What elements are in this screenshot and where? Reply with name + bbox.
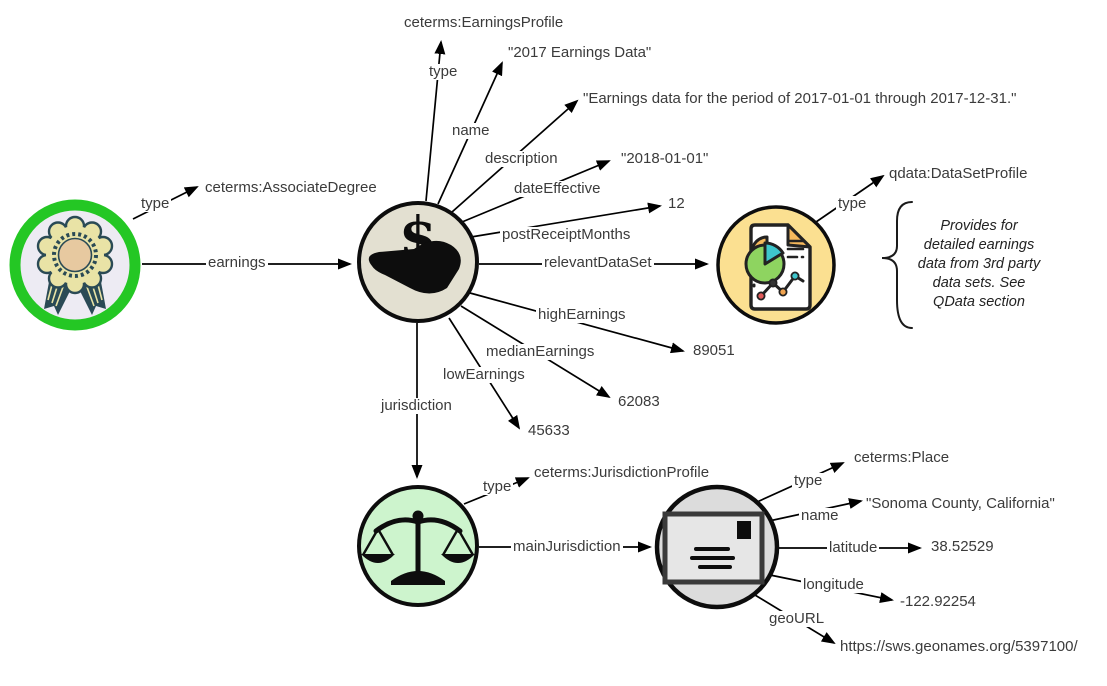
value-geo-url: https://sws.geonames.org/5397100/	[840, 638, 1078, 655]
dataset-annotation: Provides for detailed earnings data from…	[903, 217, 1055, 312]
value-place-type: ceterms:Place	[854, 449, 950, 466]
value-earnings-type: ceterms:EarningsProfile	[404, 14, 564, 31]
annotation-line: data sets. See	[932, 275, 1026, 291]
edge-label-post-receipt-months: postReceiptMonths	[500, 226, 633, 243]
edge-label-jurisdiction: jurisdiction	[379, 397, 454, 414]
annotation-line: detailed earnings	[923, 237, 1035, 253]
value-median-earnings: 62083	[618, 393, 660, 410]
edge-label-credential-type: type	[139, 195, 172, 212]
place-node	[654, 484, 780, 610]
dataset-profile-node	[716, 205, 836, 325]
jurisdiction-profile-node	[357, 485, 479, 607]
award-ribbon-icon	[36, 215, 114, 315]
edge-label-date-effective: dateEffective	[512, 180, 603, 197]
edge-label-place-name: name	[799, 507, 841, 524]
edge-label-jurisdiction-type: type	[481, 478, 514, 495]
value-credential-type: ceterms:AssociateDegree	[205, 179, 377, 196]
annotation-line: QData section	[933, 294, 1025, 310]
edge-label-relevant-data-set: relevantDataSet	[542, 254, 654, 271]
edge-label-latitude: latitude	[827, 539, 880, 556]
value-longitude: -122.92254	[900, 593, 976, 610]
edge-label-main-jurisdiction: mainJurisdiction	[511, 538, 623, 555]
edge-label-name: name	[450, 122, 492, 139]
value-post-receipt-months: 12	[668, 195, 685, 212]
annotation-line: data from 3rd party	[917, 256, 1041, 272]
scales-icon	[361, 510, 475, 585]
edge-label-median-earnings: medianEarnings	[484, 343, 597, 360]
value-dataset-type: qdata:DataSetProfile	[889, 165, 1028, 182]
edge-label-earnings: earnings	[206, 254, 268, 271]
value-description: "Earnings data for the period of 2017-01…	[583, 90, 1017, 107]
edge-label-high-earnings: highEarnings	[536, 306, 628, 323]
edge-label-dataset-type: type	[836, 195, 869, 212]
value-jurisdiction-type: ceterms:JurisdictionProfile	[534, 464, 710, 481]
earnings-profile-node: $	[357, 201, 479, 323]
edge-label-place-type: type	[792, 472, 825, 489]
edge-label-geo-url: geoURL	[767, 610, 827, 627]
report-chart-icon	[744, 223, 812, 311]
edge-label-description: description	[483, 150, 560, 167]
value-latitude: 38.52529	[931, 538, 994, 555]
edge-label-low-earnings: lowEarnings	[441, 366, 527, 383]
annotation-brace	[881, 201, 913, 329]
credential-node	[9, 199, 141, 331]
edge-label-earnings-type: type	[427, 63, 460, 80]
dollar-hand-icon: $	[368, 204, 461, 294]
value-date-effective: "2018-01-01"	[621, 150, 709, 167]
annotation-line: Provides for	[940, 218, 1018, 234]
envelope-icon	[662, 511, 765, 585]
value-low-earnings: 45633	[528, 422, 570, 439]
edge-label-longitude: longitude	[801, 576, 866, 593]
value-place-name: "Sonoma County, California"	[866, 495, 1055, 512]
value-high-earnings: 89051	[693, 342, 735, 359]
value-name: "2017 Earnings Data"	[508, 44, 652, 61]
